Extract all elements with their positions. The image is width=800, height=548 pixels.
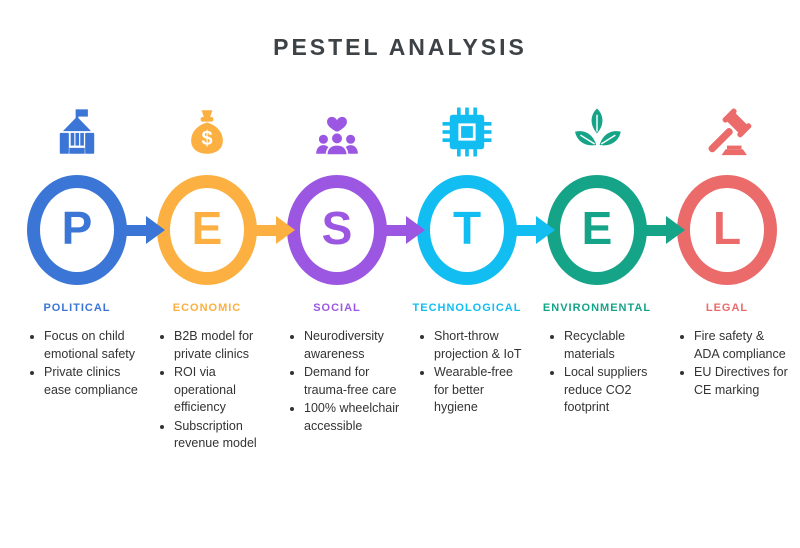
svg-text:$: $ (201, 128, 212, 150)
ring-legal: L (677, 175, 777, 285)
bullet-item: Focus on child emotional safety (44, 328, 141, 363)
bullets-economic: B2B model for private clinics ROI via op… (142, 328, 272, 454)
arrow-bar (118, 224, 146, 236)
circle-technological: T (402, 175, 555, 285)
arrow-head-icon (666, 216, 685, 244)
ring-political: P (27, 175, 127, 285)
bullet-item: Subscription revenue model (174, 418, 271, 453)
page-title: PESTEL ANALYSIS (273, 34, 527, 60)
label-environmental: ENVIRONMENTAL (542, 302, 652, 314)
column-social: S SOCIAL Neurodiversity awareness Demand… (272, 87, 425, 454)
bullet-item: B2B model for private clinics (174, 328, 271, 363)
arrow-environmental-to-legal (638, 216, 685, 244)
gavel-icon (698, 87, 756, 167)
arrow-technological-to-environmental (508, 216, 555, 244)
bullets-technological: Short-throw projection & IoT Wearable-fr… (402, 328, 532, 418)
government-building-icon (48, 87, 106, 167)
bullet-item: EU Directives for CE marking (694, 364, 791, 399)
letter-s: S (321, 202, 353, 254)
bullet-item: Neurodiversity awareness (304, 328, 401, 363)
leaves-icon (568, 87, 626, 167)
bullet-item: 100% wheelchair accessible (304, 400, 401, 435)
bullet-item: Fire safety & ADA compliance (694, 328, 791, 363)
bullet-item: Recyclable materials (564, 328, 661, 363)
letter-l: L (712, 202, 742, 254)
arrow-bar (638, 224, 666, 236)
column-technological: T TECHNOLOGICAL Short-throw projection &… (402, 87, 555, 454)
label-social: SOCIAL (313, 302, 361, 314)
circle-environmental: E (532, 175, 685, 285)
circle-legal: L (662, 175, 792, 285)
label-political: POLITICAL (43, 302, 111, 314)
arrow-head-icon (146, 216, 165, 244)
bullet-item: Demand for trauma-free care (304, 364, 401, 399)
bullets-social: Neurodiversity awareness Demand for trau… (272, 328, 402, 436)
label-economic: ECONOMIC (172, 302, 242, 314)
label-technological: TECHNOLOGICAL (412, 302, 522, 314)
column-political: P POLITICAL Focus on child emotional saf… (12, 87, 165, 454)
bullet-item: ROI via operational efficiency (174, 364, 271, 417)
column-legal: L LEGAL Fire safety & ADA compliance EU … (662, 87, 792, 454)
circle-political: P (12, 175, 165, 285)
bullet-item: Private clinics ease compliance (44, 364, 141, 399)
pestel-analysis-diagram: PESTEL ANALYSIS P (0, 34, 800, 548)
arrow-bar (378, 224, 406, 236)
bullet-item: Wearable-free for better hygiene (434, 364, 531, 417)
letter-e-economic: E (191, 202, 223, 254)
arrow-economic-to-social (248, 216, 295, 244)
bullet-item: Local suppliers reduce CO2 footprint (564, 364, 661, 417)
people-heart-icon (308, 87, 366, 167)
circle-social: S (272, 175, 425, 285)
cpu-chip-icon (438, 87, 496, 167)
ring-social: S (287, 175, 387, 285)
arrow-head-icon (406, 216, 425, 244)
bullets-environmental: Recyclable materials Local suppliers red… (532, 328, 662, 418)
ring-environmental: E (547, 175, 647, 285)
arrow-head-icon (276, 216, 295, 244)
arrow-political-to-economic (118, 216, 165, 244)
ring-technological: T (417, 175, 517, 285)
arrow-social-to-technological (378, 216, 425, 244)
money-bag-icon: $ (178, 87, 236, 167)
pestel-columns: P POLITICAL Focus on child emotional saf… (12, 87, 792, 454)
arrow-bar (508, 224, 536, 236)
column-environmental: E ENVIRONMENTAL Recyclable materials Loc… (532, 87, 685, 454)
bullets-legal: Fire safety & ADA compliance EU Directiv… (662, 328, 792, 400)
column-economic: $ E ECONOMIC B2B model for private clini… (142, 87, 295, 454)
bullets-political: Focus on child emotional safety Private … (12, 328, 142, 400)
label-legal: LEGAL (705, 302, 749, 314)
ring-economic: E (157, 175, 257, 285)
letter-p: P (61, 202, 93, 254)
letter-t: T (452, 202, 482, 254)
arrow-bar (248, 224, 276, 236)
letter-e-environmental: E (581, 202, 613, 254)
arrow-head-icon (536, 216, 555, 244)
circle-economic: E (142, 175, 295, 285)
bullet-item: Short-throw projection & IoT (434, 328, 531, 363)
